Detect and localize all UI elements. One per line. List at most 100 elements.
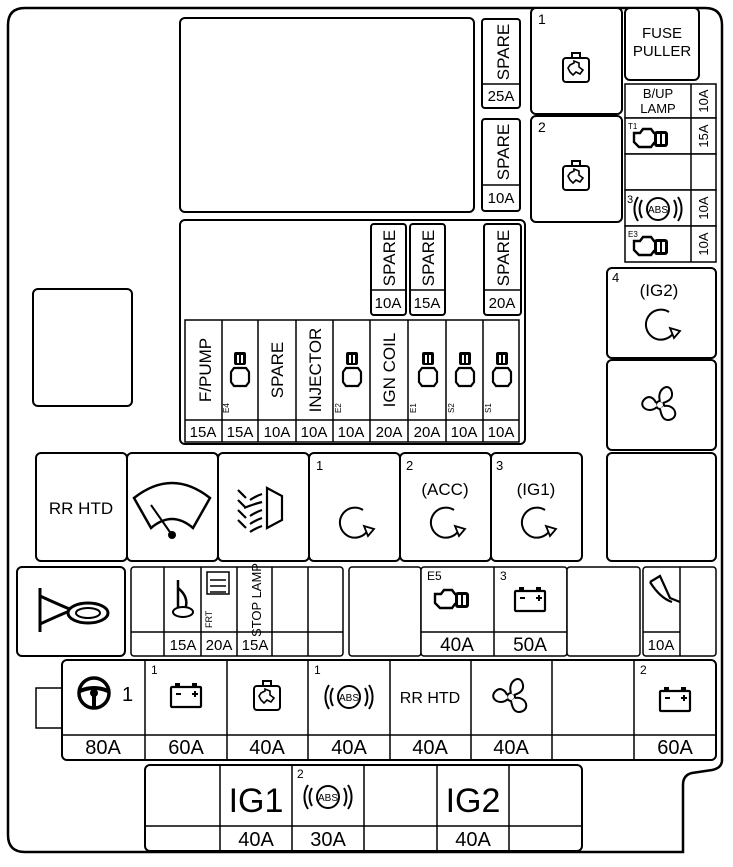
- relay-ig2: [606, 267, 717, 359]
- main-fuse-block: [61, 659, 717, 761]
- defog-icon: [206, 571, 230, 595]
- main-fuse-connector: [35, 687, 65, 729]
- motor-icon: [562, 160, 590, 191]
- fuse-spare-label: SPARE: [268, 342, 287, 398]
- stop-lamp-amp: 15A: [242, 637, 269, 654]
- relay-rr-htd-label: RR HTD: [49, 499, 113, 518]
- fuse-fpump-label: F/PUMP: [196, 338, 215, 402]
- main-fuse-3-amp: 40A: [249, 737, 285, 759]
- relay-ig1-number: 3: [496, 458, 503, 473]
- fuse-bup-lamp: [624, 83, 717, 119]
- relay-ig2-number: 4: [612, 270, 619, 285]
- fuse-empty-right: [624, 153, 717, 191]
- spare-mid-3-label: SPARE: [494, 230, 513, 286]
- wiper-icon: [132, 481, 212, 539]
- fuse-t1-tag: T1: [628, 122, 638, 131]
- fuse-injector-amp: 10A: [301, 424, 328, 441]
- fuse-ign-coil-label: IGN COIL: [380, 333, 399, 408]
- seat-fuse-amp: 10A: [648, 637, 675, 654]
- spare-mid-3-amp: 20A: [489, 295, 516, 312]
- main-fuse-5-label: RR HTD: [400, 690, 460, 707]
- horn-fuse-amp: 15A: [170, 637, 197, 654]
- fuse-puller: [624, 7, 700, 81]
- fuse-empty-mid-2: [566, 566, 641, 657]
- small-fuse-row: 15A FRT 20A STOP LAMP 15A: [130, 563, 344, 657]
- relay-headlamp: [217, 452, 310, 562]
- fuse-e5-tag: E5: [427, 569, 442, 583]
- fuse-injector-label: INJECTOR: [306, 328, 325, 413]
- fuse-e1-amp: 20A: [414, 424, 441, 441]
- stop-lamp-label: STOP LAMP: [249, 563, 264, 637]
- main-fuse-1-tag: 1: [122, 684, 133, 706]
- fuse-abs-3-amp: 10A: [696, 196, 711, 219]
- bup-lamp-label-1: B/UP: [643, 86, 673, 101]
- main-fuse-7-amp: 60A: [657, 737, 693, 759]
- fuse-e4-amp: 15A: [227, 424, 254, 441]
- fuse-e3-amp: 10A: [696, 232, 711, 255]
- fuse-e1-tag: E1: [409, 403, 418, 413]
- main-fuse-4-amp: 40A: [331, 737, 367, 759]
- battery-icon: [169, 681, 203, 709]
- battery-icon: [513, 585, 547, 613]
- relay-ig2-label: (IG2): [640, 281, 679, 300]
- fuse-e2-tag: E2: [334, 403, 343, 413]
- bup-lamp-label-2: LAMP: [640, 101, 675, 116]
- spare-fuse-10a-amp: 10A: [488, 190, 515, 207]
- fuse-puller-label-1: FUSE: [642, 25, 682, 42]
- bottom-fuse-abs-amp: 30A: [310, 829, 346, 851]
- horn-icon: [38, 588, 110, 632]
- main-fuse-7-tag: 2: [640, 663, 647, 677]
- fuse-e4-tag: E4: [222, 403, 231, 413]
- spare-mid-2-amp: 15A: [414, 295, 441, 312]
- spare-mid-fuses: SPARE 10A SPARE 15A SPARE 20A: [370, 223, 522, 316]
- bup-lamp-amp: 10A: [696, 89, 711, 112]
- fuse-s2-tag: S2: [447, 403, 456, 413]
- fuse-bat3-amp: 50A: [513, 635, 547, 656]
- main-fuse-5-amp: 40A: [412, 737, 448, 759]
- fuse-e3-tag: E3: [628, 230, 638, 239]
- relay-1-number: 1: [316, 458, 323, 473]
- bottom-fuse-abs-tag: 2: [297, 767, 304, 781]
- relay-acc-label: (ACC): [421, 480, 468, 499]
- spare-fuse-25a-amp: 25A: [488, 88, 515, 105]
- fuse-s2-amp: 10A: [451, 424, 478, 441]
- main-fuse-6-amp: 40A: [493, 737, 529, 759]
- horn-fuse-icon: [172, 580, 194, 618]
- spare-mid-2-label: SPARE: [419, 230, 438, 286]
- spare-mid-1-amp: 10A: [375, 295, 402, 312]
- fuse-e5-amp: 40A: [440, 635, 474, 656]
- fuse-spare-amp: 10A: [264, 424, 291, 441]
- relay-1-number: 1: [538, 11, 546, 27]
- bottom-fuse-ig2-amp: 40A: [455, 829, 491, 851]
- spare-fuse-25a-label: SPARE: [494, 24, 513, 80]
- fuse-empty-mid: [348, 566, 422, 657]
- main-fuse-2-amp: 60A: [168, 737, 204, 759]
- frt-amp: 20A: [206, 637, 233, 654]
- fuse-bat3-tag: 3: [500, 569, 507, 583]
- fuse-abs-3-tag: 3: [627, 194, 633, 206]
- fuse-s1-tag: S1: [484, 403, 493, 413]
- battery-icon: [658, 685, 692, 713]
- fuse-s1-amp: 10A: [488, 424, 515, 441]
- fuse-ign-coil-amp: 20A: [376, 424, 403, 441]
- fuse-t1-amp: 15A: [696, 124, 711, 147]
- seat-icon: [649, 574, 681, 604]
- bottom-fuse-ig1-label: IG1: [229, 782, 284, 820]
- relay-ig1-label: (IG1): [517, 480, 556, 499]
- relay-2-number: 2: [538, 119, 546, 135]
- mini-fuse-row: F/PUMP 15A E4 15A SPARE 10A INJECTOR 10A…: [184, 319, 520, 443]
- fuse-e2-amp: 10A: [338, 424, 365, 441]
- relay-empty-right: [606, 452, 717, 562]
- spare-fuse-10a: [481, 118, 521, 212]
- frt-tag: FRT: [204, 610, 214, 628]
- left-empty-block: [32, 288, 133, 407]
- bottom-fuse-ig1-amp: 40A: [238, 829, 274, 851]
- spare-fuse-25a: [481, 18, 521, 109]
- relay-acc-number: 2: [406, 458, 413, 473]
- headlamp-icon: [237, 486, 284, 533]
- main-fuse-2-tag: 1: [151, 663, 158, 677]
- main-fuse-4-tag: 1: [314, 663, 321, 677]
- motor-icon: [562, 52, 590, 83]
- main-fuse-1-amp: 80A: [85, 737, 121, 759]
